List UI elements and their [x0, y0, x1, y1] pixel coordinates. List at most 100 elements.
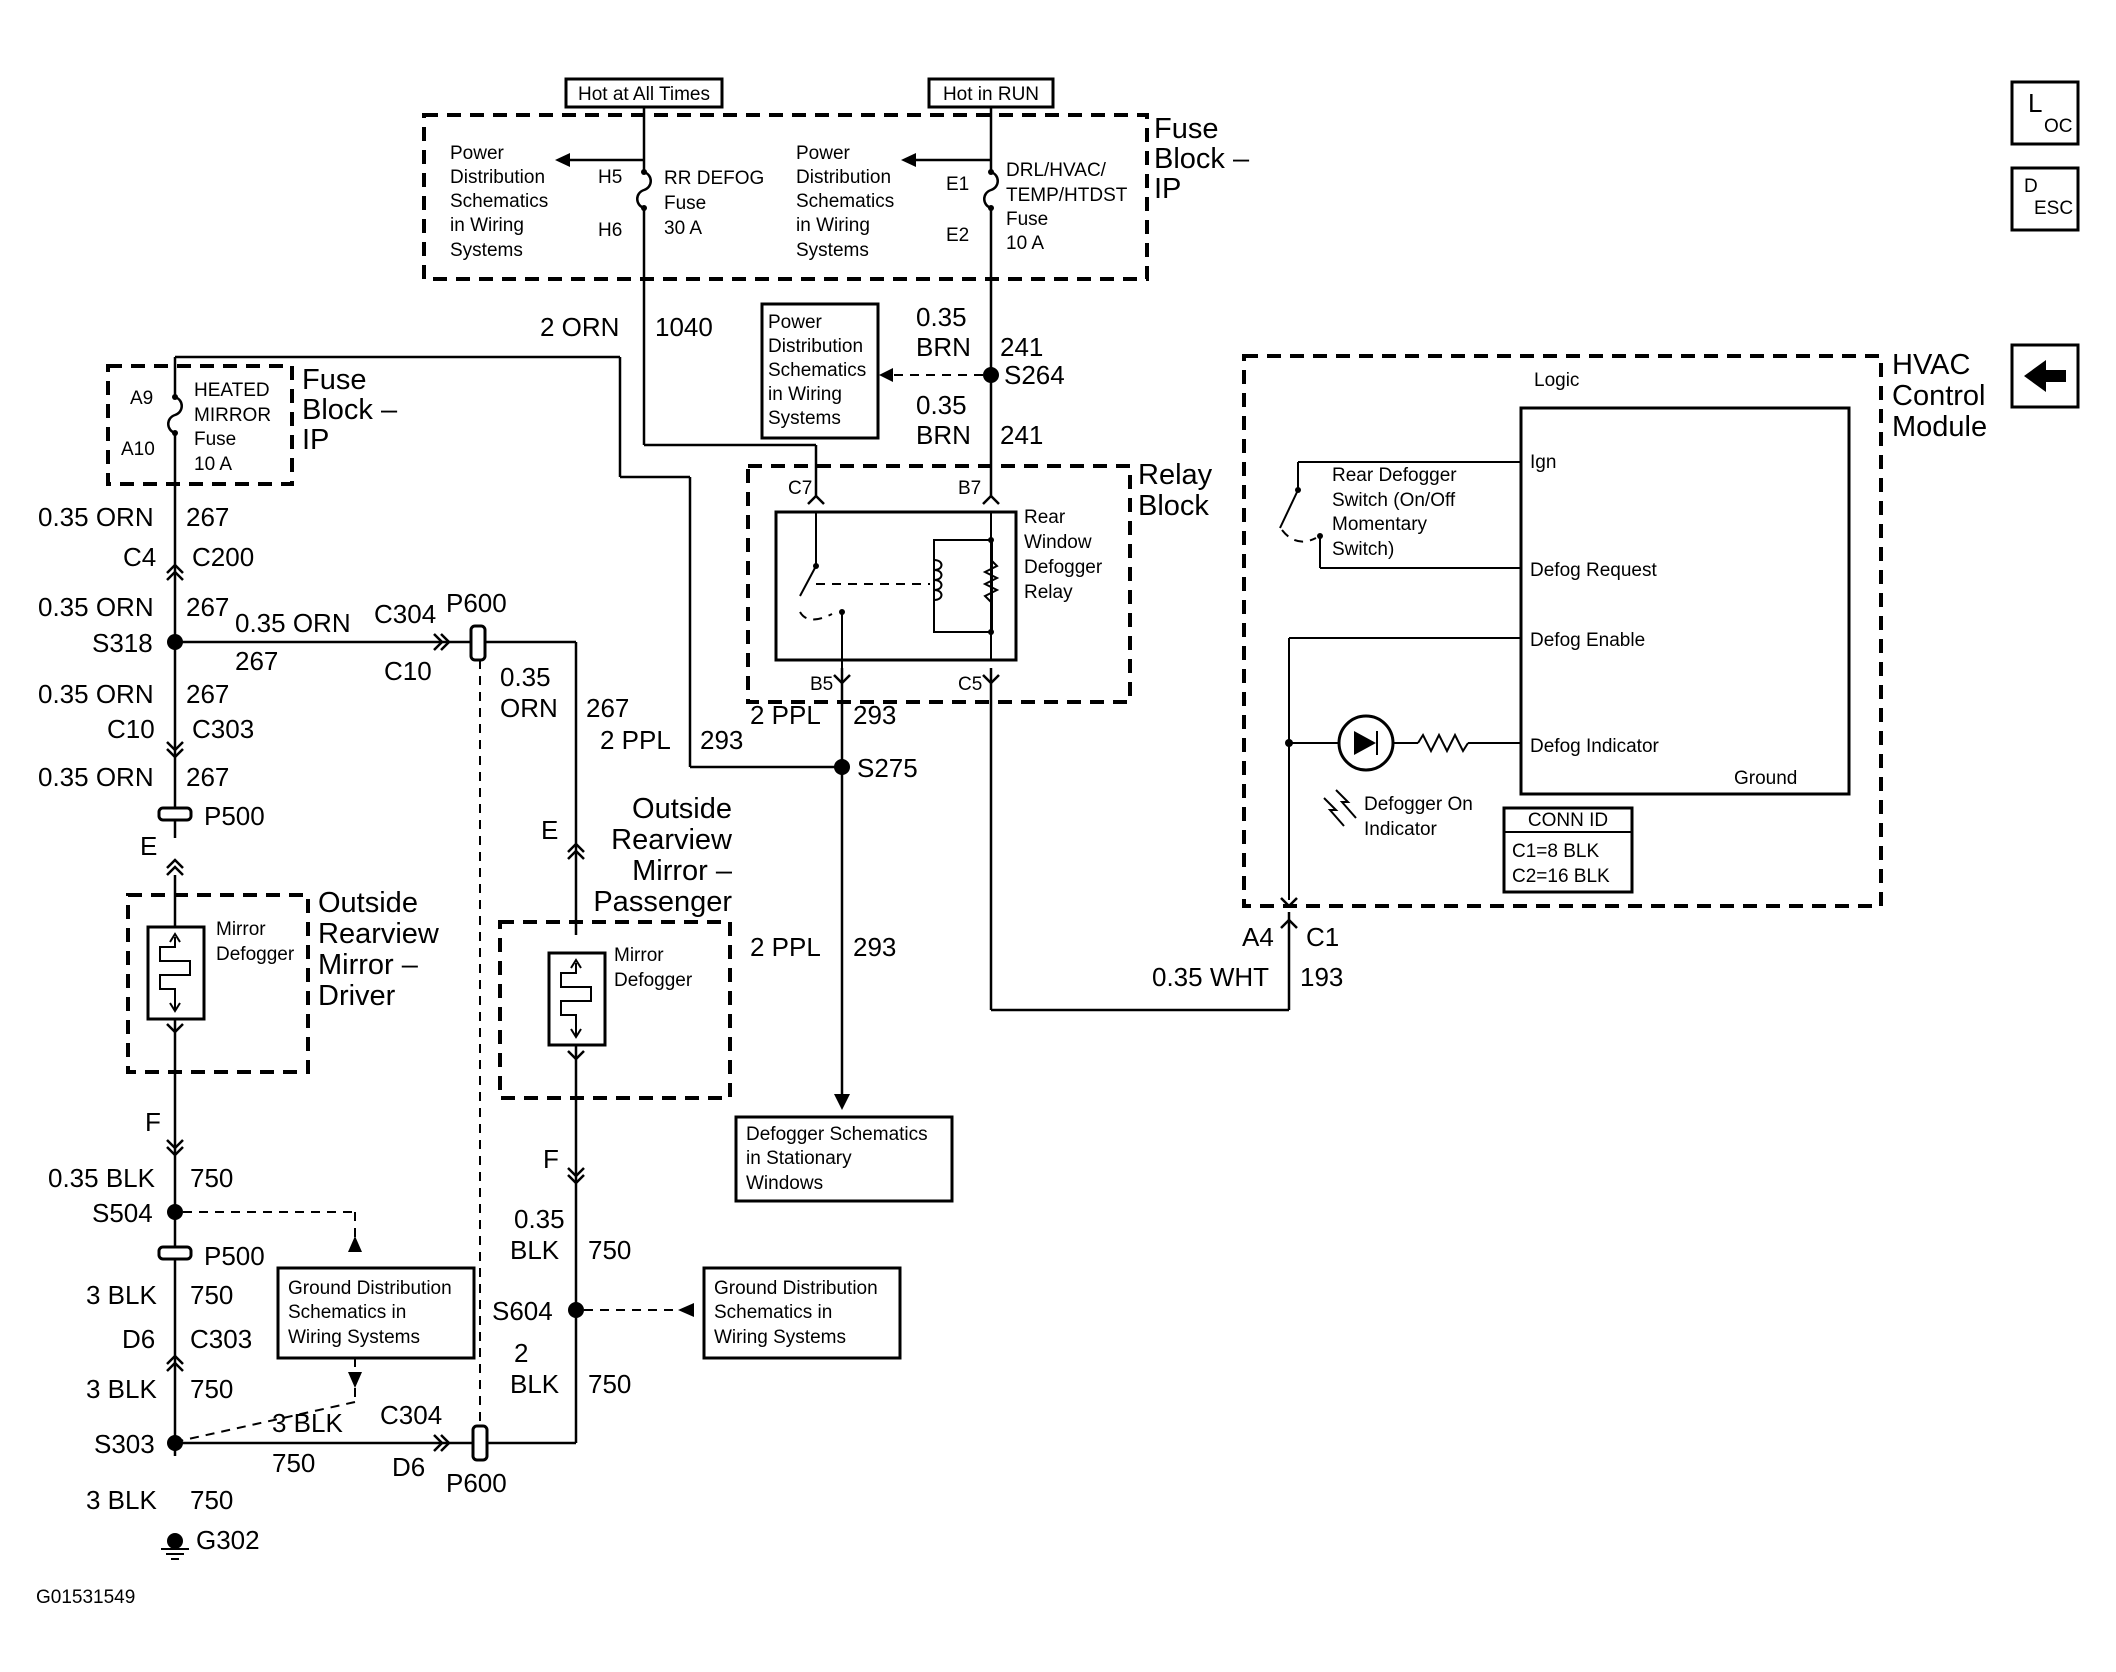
- figure-id: G01531549: [36, 1587, 135, 1608]
- ppl-left-circuit: 293: [700, 725, 743, 755]
- p600-connector-icon: [469, 624, 487, 662]
- branch-p600-label: P600: [446, 588, 507, 618]
- left-w2-wire: 0.35 ORN: [38, 592, 154, 622]
- svg-text:IP: IP: [302, 424, 329, 456]
- left-pin-e: E: [140, 831, 157, 861]
- desc-button[interactable]: D ESC: [2010, 166, 2080, 232]
- conn-id-title: CONN ID: [1528, 810, 1608, 831]
- defogger-schematics-text: Defogger Schematics in Stationary Window…: [746, 1124, 928, 1194]
- indicator-resistor-icon: [1417, 732, 1469, 754]
- pds-left-text: Power Distribution Schematics in Wiring …: [450, 143, 548, 261]
- ground-right-w1-size: 0.35: [514, 1204, 565, 1234]
- hvac-label: HVAC Control Module: [1892, 349, 1987, 443]
- relay-label: Rear Window Defogger Relay: [1024, 507, 1103, 603]
- hvac-defog-enable: Defog Enable: [1530, 630, 1645, 651]
- hvac-pin-c1: C1: [1306, 922, 1339, 952]
- svg-text:Fuse: Fuse: [1006, 209, 1048, 230]
- connector-c304-icon: [433, 1434, 451, 1452]
- left-conn-c200: C200: [192, 542, 254, 572]
- pin-a10: A10: [121, 439, 155, 460]
- ground-branch-circuit: 750: [272, 1448, 315, 1478]
- svg-text:Wiring Systems: Wiring Systems: [714, 1327, 846, 1348]
- loc-button[interactable]: L OC: [2010, 80, 2080, 146]
- branch-conn-c10: C10: [384, 656, 432, 686]
- mirror-driver-inner-1: Mirror: [216, 919, 266, 940]
- splice-s275: [834, 759, 850, 775]
- svg-text:Defogger: Defogger: [1024, 557, 1103, 578]
- arrow-left-icon: [678, 1303, 694, 1317]
- svg-text:RR DEFOG: RR DEFOG: [664, 168, 764, 189]
- ground-left-w4-circuit: 750: [190, 1485, 233, 1515]
- rear-window-defogger-relay: [774, 510, 1018, 662]
- ppl-left-wire: 2 PPL: [600, 725, 671, 755]
- branch-conn-c304: C304: [374, 599, 436, 629]
- ground-left-w1-circuit: 750: [190, 1163, 233, 1193]
- hot-in-run-label: Hot in RUN: [943, 84, 1039, 105]
- left-w4-wire: 0.35 ORN: [38, 762, 154, 792]
- svg-text:Mirror –: Mirror –: [632, 855, 733, 887]
- pin-e2: E2: [946, 225, 969, 246]
- svg-text:Windows: Windows: [746, 1173, 823, 1194]
- svg-text:Fuse: Fuse: [194, 429, 236, 450]
- relay-pin-b5: B5: [810, 674, 833, 695]
- svg-text:Fuse: Fuse: [1154, 113, 1218, 145]
- svg-text:Distribution: Distribution: [768, 336, 863, 357]
- drl-fuse-label: DRL/HVAC/ TEMP/HTDST Fuse 10 A: [1006, 160, 1128, 254]
- arrow-down-icon: [348, 1372, 362, 1388]
- back-button[interactable]: [2010, 343, 2080, 409]
- ground-branch-p600: P600: [446, 1468, 507, 1498]
- svg-text:Rear Defogger: Rear Defogger: [1332, 465, 1457, 486]
- brn-size-a: 0.35: [916, 302, 967, 332]
- heated-mirror-fuse-label: HEATED MIRROR Fuse 10 A: [194, 380, 271, 475]
- svg-text:HVAC: HVAC: [1892, 349, 1970, 381]
- desc-label-d: D: [2024, 176, 2038, 197]
- relay-pin-c7: C7: [788, 478, 812, 499]
- conn-id-c1: C1=8 BLK: [1512, 841, 1599, 862]
- hvac-wire-wht: 0.35 WHT: [1152, 962, 1269, 992]
- connector-f-icon: [166, 1139, 184, 1157]
- svg-text:Rear: Rear: [1024, 507, 1066, 528]
- svg-text:Module: Module: [1892, 411, 1987, 443]
- passenger-pin-f: F: [543, 1144, 559, 1174]
- ground-left-w2-wire: 3 BLK: [86, 1280, 157, 1310]
- svg-text:Relay: Relay: [1138, 459, 1213, 491]
- ground-left-w4-wire: 3 BLK: [86, 1485, 157, 1515]
- svg-text:Relay: Relay: [1024, 582, 1073, 603]
- relay-switch-icon: [799, 565, 817, 597]
- ground-g302-icon: [161, 1548, 189, 1560]
- ground-left-w1-wire: 0.35 BLK: [48, 1163, 156, 1193]
- ground-branch-conn-d6: D6: [392, 1452, 425, 1482]
- hot-at-all-times-label: Hot at All Times: [578, 84, 710, 105]
- connector-c304-icon: [433, 633, 451, 651]
- wire-2-orn-label: 2 ORN: [540, 312, 619, 342]
- relay-pin-b7: B7: [958, 478, 981, 499]
- rr-defog-fuse-label: RR DEFOG Fuse 30 A: [664, 168, 764, 239]
- left-w4-circuit: 267: [186, 762, 229, 792]
- svg-text:Mirror –: Mirror –: [318, 949, 419, 981]
- ground-left-p500: P500: [204, 1241, 265, 1271]
- gds-box-right-text: Ground Distribution Schematics in Wiring…: [714, 1278, 878, 1348]
- splice-s264-label: S264: [1004, 360, 1065, 390]
- ppl-right-circuit: 293: [853, 700, 896, 730]
- splice-s264: [983, 367, 999, 383]
- arrow-left-icon: [901, 153, 916, 167]
- svg-text:Fuse: Fuse: [664, 193, 706, 214]
- svg-text:in Stationary: in Stationary: [746, 1148, 852, 1169]
- relay-block-label: Relay Block: [1138, 459, 1213, 522]
- branch-267-wire: 0.35 ORN: [235, 608, 351, 638]
- hot-at-all-times-box: [564, 77, 724, 109]
- heater-element-icon: [159, 937, 191, 1010]
- svg-text:10 A: 10 A: [1006, 233, 1044, 254]
- splice-s303-label: S303: [94, 1429, 155, 1459]
- svg-text:Schematics: Schematics: [768, 360, 866, 381]
- svg-text:Switch): Switch): [1332, 539, 1394, 560]
- svg-text:Ground Distribution: Ground Distribution: [288, 1278, 452, 1299]
- svg-text:Passenger: Passenger: [593, 886, 732, 918]
- ground-right-w2-color: BLK: [510, 1369, 560, 1399]
- splice-s504: [167, 1204, 183, 1220]
- svg-text:Defogger On: Defogger On: [1364, 794, 1473, 815]
- ground-g302-label: G302: [196, 1525, 260, 1555]
- svg-text:Distribution: Distribution: [450, 167, 545, 188]
- left-conn-c303: C303: [192, 714, 254, 744]
- defogger-switch-icon: [1279, 489, 1299, 529]
